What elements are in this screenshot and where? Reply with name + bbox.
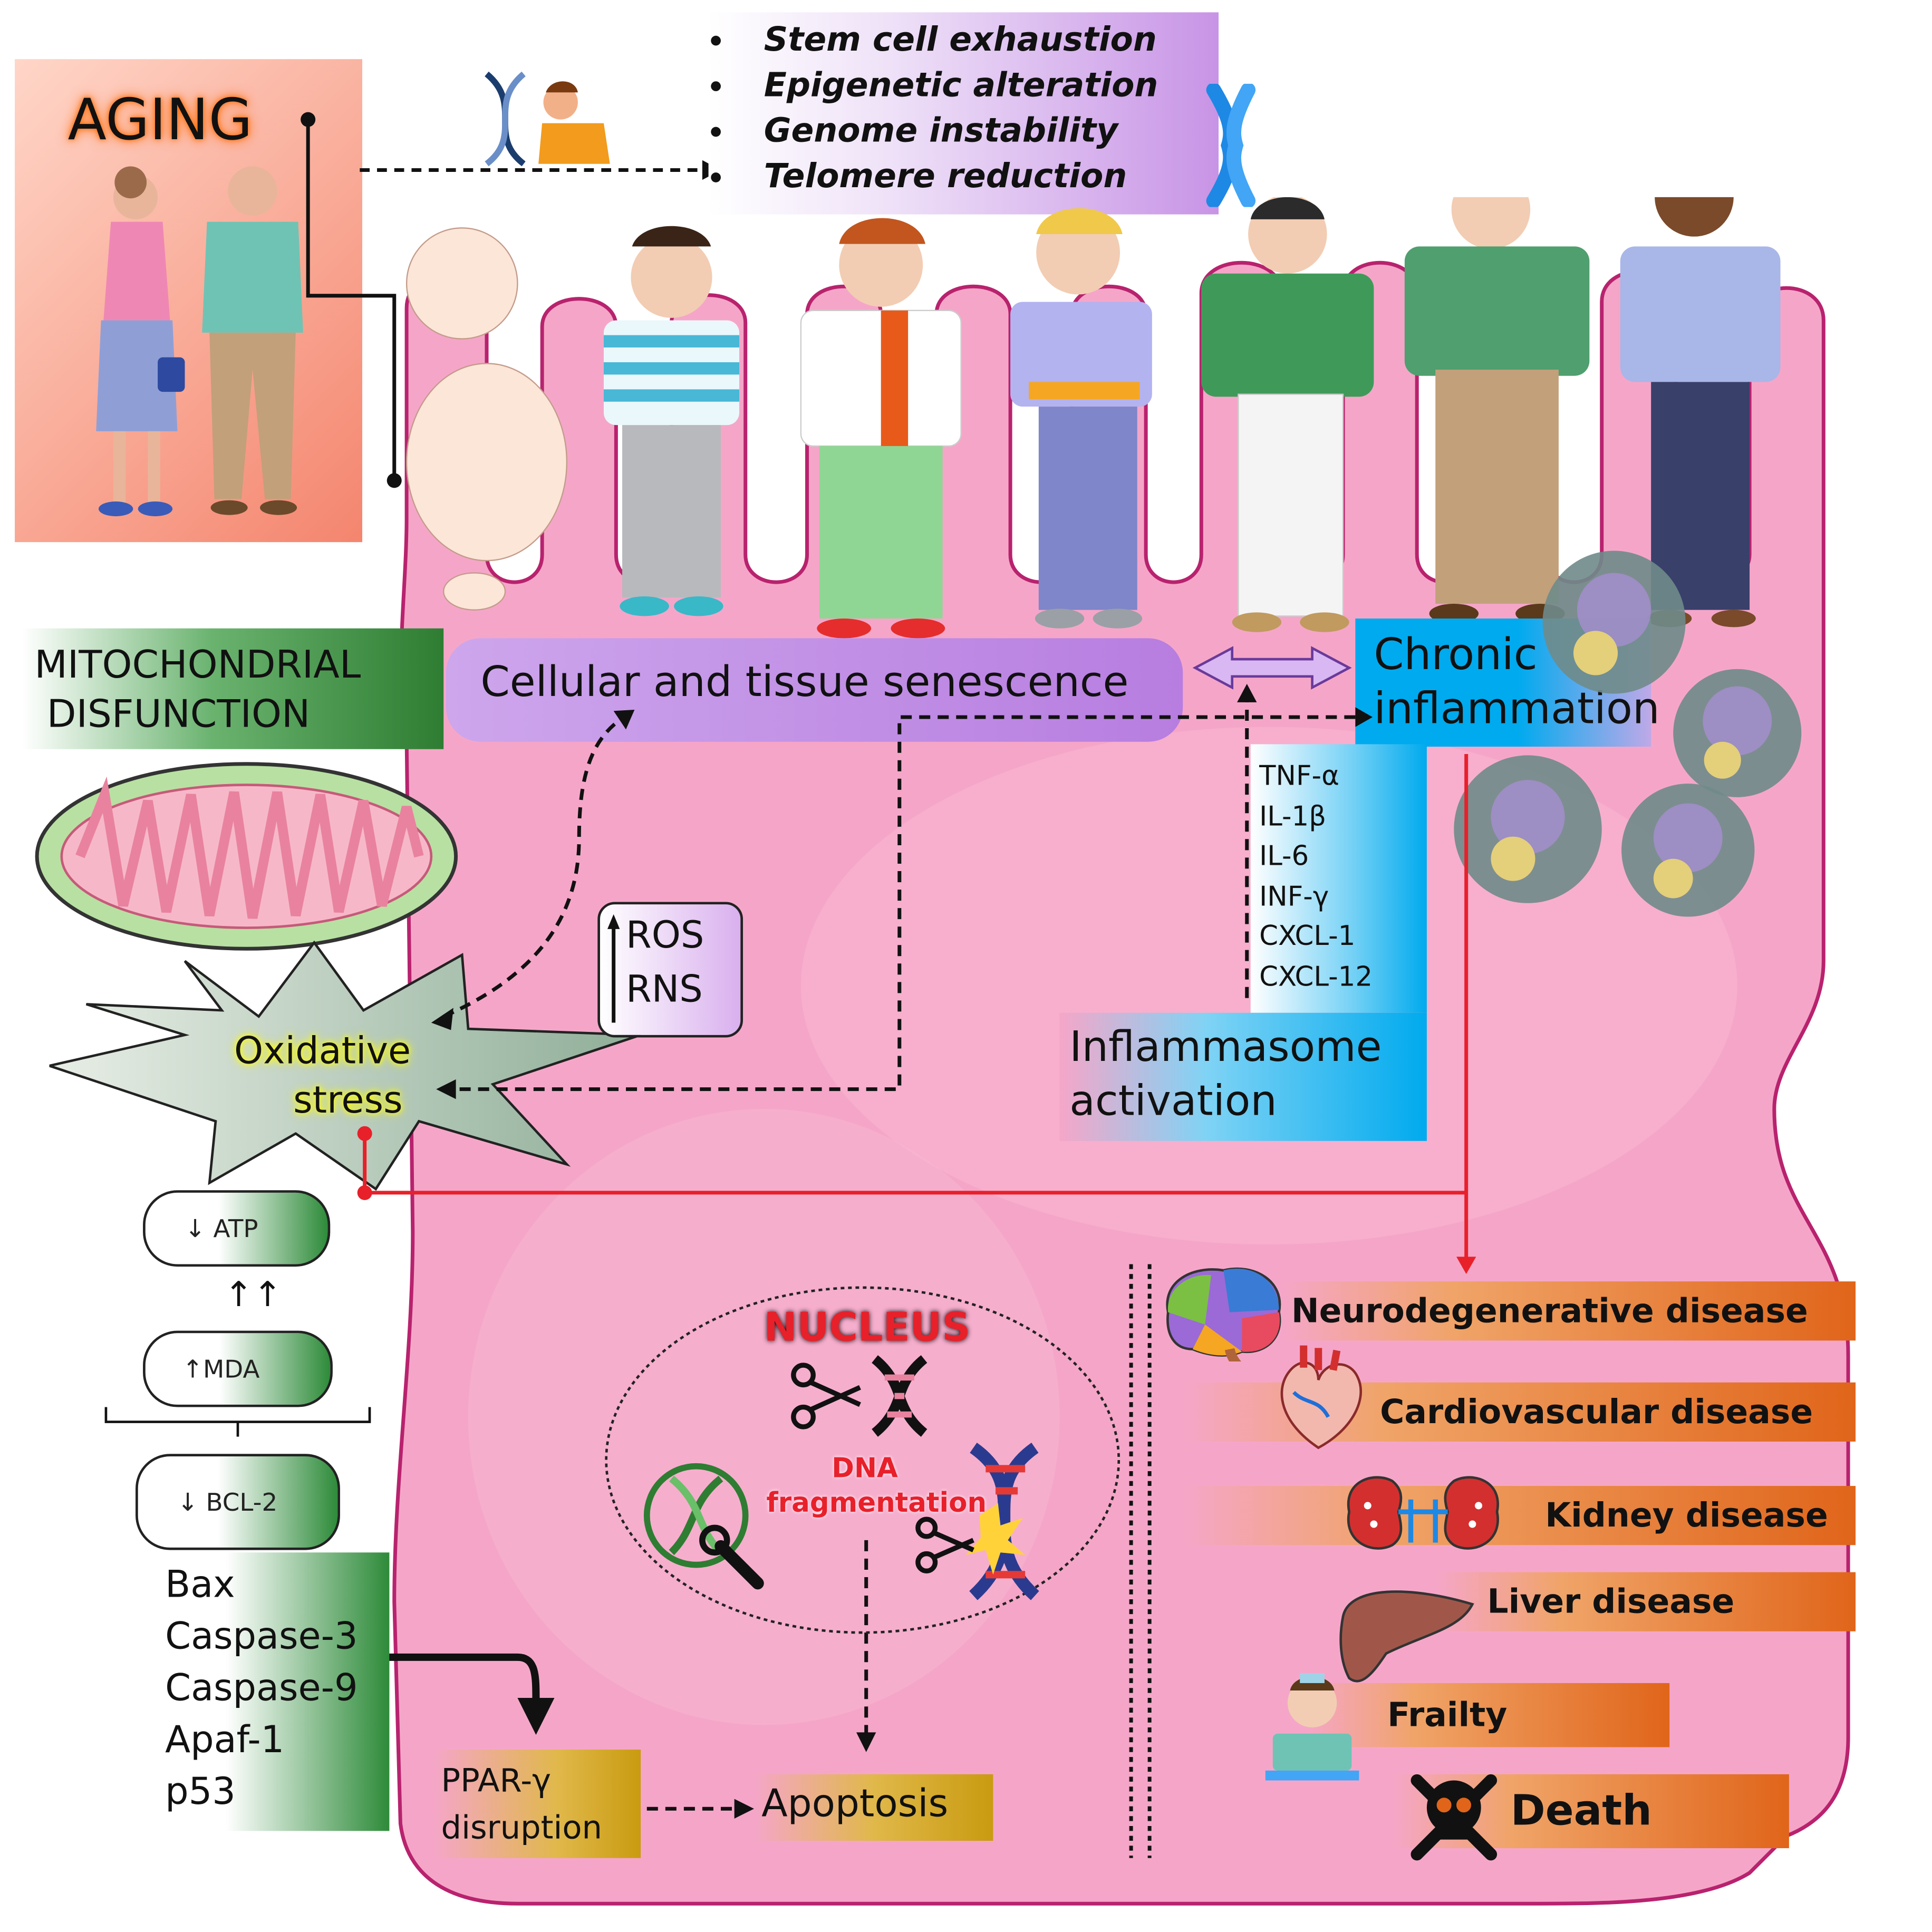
inflammasome-line1: Inflammasome bbox=[1069, 1022, 1382, 1072]
oxidative-stress-line2: stress bbox=[293, 1079, 403, 1123]
bcl2-label: ↓ BCL-2 bbox=[177, 1487, 278, 1517]
ros-label: ROS bbox=[626, 914, 704, 958]
apoptotic-factor: p53 bbox=[165, 1770, 236, 1814]
cytokine-item: IL-1β bbox=[1259, 801, 1327, 833]
ppar-line1: PPAR-γ bbox=[441, 1763, 552, 1800]
disease-label: Cardiovascular disease bbox=[1380, 1393, 1813, 1432]
aging-title: AGING bbox=[67, 86, 253, 153]
cytokine-list: TNF-α IL-1β IL-6 INF-γ CXCL-1 CXCL-12 bbox=[1259, 758, 1373, 998]
kidney-icon bbox=[1347, 1476, 1499, 1550]
teen-figure bbox=[800, 218, 962, 639]
aging-panel bbox=[15, 59, 362, 543]
immune-cell bbox=[1621, 784, 1755, 917]
bcl2-pill: ↓ BCL-2 bbox=[136, 1454, 340, 1550]
nucleus-title: NUCLEUS bbox=[764, 1303, 971, 1351]
dna-scientist-icon bbox=[485, 71, 610, 167]
dna-repair-icon bbox=[643, 1463, 764, 1590]
inflammasome-line2: activation bbox=[1069, 1077, 1277, 1126]
dna-break-icon bbox=[915, 1443, 1039, 1600]
apoptotic-factor: Caspase-9 bbox=[165, 1667, 358, 1711]
inflammasome-panel bbox=[1059, 1012, 1427, 1141]
oxidative-stress-line1: Oxidative bbox=[234, 1030, 411, 1074]
sick-patient-icon bbox=[1265, 1673, 1359, 1781]
senescence-panel bbox=[446, 638, 1183, 742]
life-stage-figures bbox=[405, 197, 1781, 639]
immune-cell bbox=[1542, 550, 1686, 694]
bidirectional-arrow bbox=[1192, 646, 1352, 690]
elderly-couple-illustration bbox=[96, 166, 303, 517]
hallmarks-panel bbox=[708, 12, 1219, 215]
double-increase-arrows: ↑↑ bbox=[224, 1274, 282, 1315]
hallmark-item: Epigenetic alteration bbox=[739, 63, 1158, 108]
apoptosis-panel bbox=[754, 1774, 993, 1841]
disease-liver: Liver disease bbox=[1435, 1572, 1856, 1631]
cytokine-item: INF-γ bbox=[1259, 881, 1329, 913]
hallmark-item: Genome instability bbox=[739, 109, 1158, 154]
atp-label: ↓ ATP bbox=[185, 1213, 258, 1243]
rns-label: RNS bbox=[626, 968, 703, 1012]
disease-frailty: Frailty bbox=[1306, 1683, 1670, 1747]
baby-figure bbox=[405, 227, 568, 611]
ros-rns-box bbox=[597, 902, 743, 1038]
cytokine-item: IL-6 bbox=[1259, 841, 1309, 873]
chromosome-icon bbox=[1206, 83, 1256, 207]
apoptosis-label: Apoptosis bbox=[761, 1781, 949, 1826]
mito-title-line1: MITOCHONDRIAL bbox=[34, 643, 361, 688]
atp-pill: ↓ ATP bbox=[143, 1190, 331, 1267]
cytokine-item: CXCL-12 bbox=[1259, 961, 1373, 993]
cytokine-panel bbox=[1250, 744, 1427, 1013]
immune-cell bbox=[1454, 755, 1602, 903]
mito-title-line2: DISFUNCTION bbox=[46, 692, 311, 737]
disease-label: Neurodegenerative disease bbox=[1291, 1292, 1808, 1330]
mitochondrion-illustration bbox=[35, 762, 458, 951]
ppar-panel bbox=[433, 1750, 641, 1858]
disease-label: Liver disease bbox=[1487, 1582, 1735, 1621]
dna-cut-icon bbox=[791, 1355, 928, 1437]
cytokine-item: CXCL-1 bbox=[1259, 921, 1356, 953]
mda-pill: ↑MDA bbox=[143, 1330, 333, 1407]
mda-label: ↑MDA bbox=[182, 1354, 260, 1384]
senescence-label: Cellular and tissue senescence bbox=[480, 658, 1129, 708]
disease-label: Frailty bbox=[1387, 1696, 1508, 1734]
hallmarks-list: Stem cell exhaustion Epigenetic alterati… bbox=[712, 17, 1158, 200]
apoptotic-factor: Bax bbox=[165, 1563, 235, 1607]
liver-icon bbox=[1339, 1590, 1474, 1683]
heart-icon bbox=[1280, 1345, 1363, 1450]
apoptotic-factors-list: Bax Caspase-3 Caspase-9 Apaf-1 p53 bbox=[165, 1560, 358, 1819]
disease-neurodegenerative: Neurodegenerative disease bbox=[1281, 1281, 1856, 1341]
cytokine-item: TNF-α bbox=[1259, 761, 1339, 793]
skull-icon bbox=[1411, 1774, 1498, 1861]
disease-label: Kidney disease bbox=[1545, 1496, 1828, 1535]
apoptotic-factor: Apaf-1 bbox=[165, 1718, 285, 1762]
hallmark-item: Telomere reduction bbox=[739, 154, 1158, 199]
hallmark-item: Stem cell exhaustion bbox=[739, 17, 1158, 63]
adult-figure bbox=[1201, 197, 1374, 632]
immune-cells-illustration bbox=[1454, 550, 1802, 917]
dna-fragmentation-line1: DNA bbox=[832, 1454, 898, 1485]
apoptotic-factors-panel bbox=[138, 1552, 390, 1831]
death-label: Death bbox=[1510, 1786, 1652, 1836]
ppar-line2: disruption bbox=[441, 1810, 603, 1847]
aging-connector bbox=[301, 112, 721, 488]
disease-kidney: Kidney disease bbox=[1183, 1486, 1856, 1545]
increase-arrow-icon bbox=[607, 914, 620, 1023]
apoptotic-factor: Caspase-3 bbox=[165, 1615, 358, 1659]
brain-icon bbox=[1166, 1267, 1281, 1362]
oxidative-stress-burst bbox=[49, 940, 641, 1191]
nucleus-outline bbox=[605, 1286, 1120, 1634]
mito-panel bbox=[22, 628, 444, 749]
immune-cell bbox=[1673, 669, 1802, 797]
child-striped-figure bbox=[603, 226, 740, 616]
elder-figure bbox=[1620, 197, 1781, 627]
young-adult-figure bbox=[1010, 208, 1152, 629]
dna-fragmentation-line2: fragmentation bbox=[766, 1488, 987, 1520]
